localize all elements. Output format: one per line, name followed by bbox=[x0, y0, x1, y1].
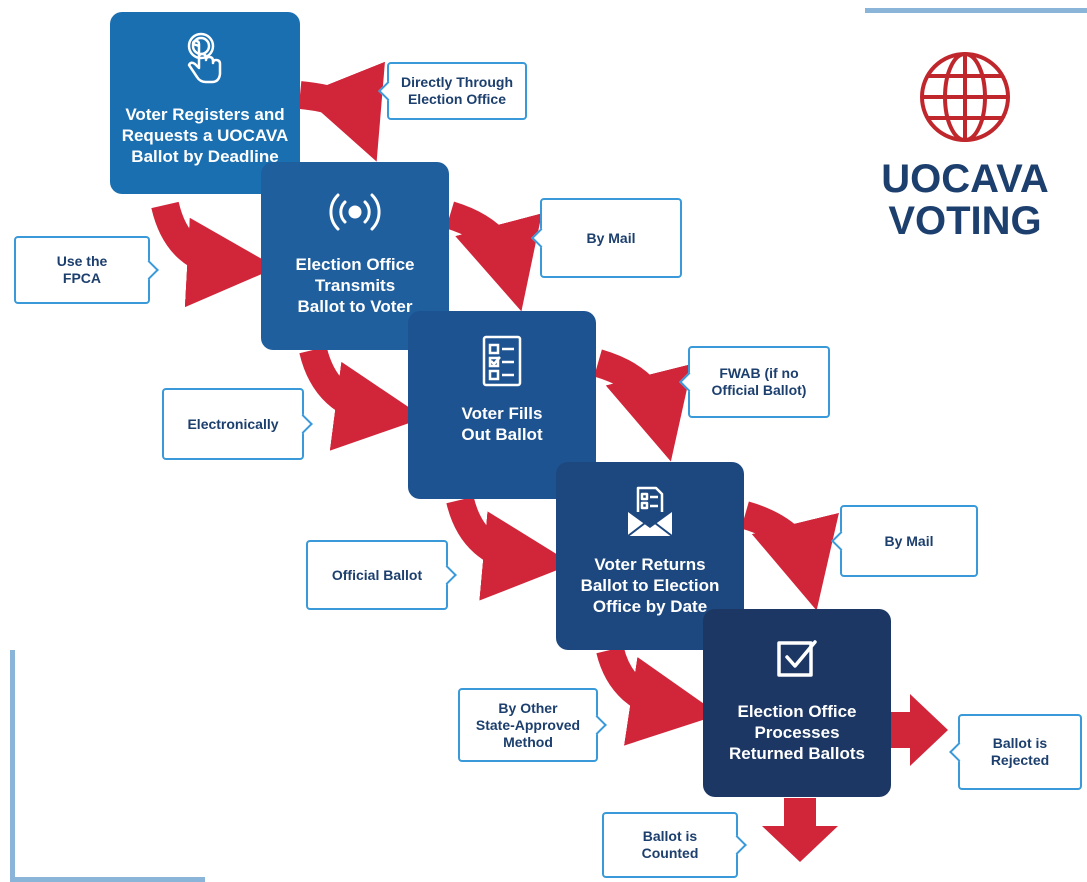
top-right-decor-line bbox=[865, 8, 1087, 13]
bottom-decor-line bbox=[10, 877, 205, 882]
left-decor-line bbox=[10, 650, 15, 882]
callout-text: Ballot is Counted bbox=[641, 828, 699, 861]
callout-text: Electronically bbox=[187, 415, 279, 432]
arrow-step3-to-step4-fwab bbox=[593, 349, 693, 462]
checkbox-icon bbox=[777, 640, 817, 677]
arrow-step2-to-step3-electronic bbox=[299, 346, 425, 451]
callout-text: Directly Through Election Office bbox=[400, 74, 513, 107]
arrow-step3-to-step4-official bbox=[446, 496, 573, 601]
callout-ballot-rejected: Ballot is Rejected bbox=[949, 714, 1082, 790]
arrow-step2-to-step3-mail bbox=[445, 201, 542, 312]
brand-title: UOCAVA VOTING bbox=[881, 157, 1049, 243]
callout-text: Use the FPCA bbox=[56, 253, 108, 286]
arrow-step4-to-step5-mail bbox=[740, 501, 839, 611]
callout-text: By Mail bbox=[884, 532, 934, 549]
callout-text: By Other State-Approved Method bbox=[475, 699, 581, 750]
step-label: Election Office Processes Returned Ballo… bbox=[728, 702, 866, 763]
arrow-step1-to-step2-office bbox=[298, 61, 385, 162]
envelope-document-icon bbox=[627, 486, 673, 537]
step-label: Voter Fills Out Ballot bbox=[461, 404, 543, 444]
callout-fwab: FWAB (if no Official Ballot) bbox=[679, 346, 830, 418]
callout-other-method: By Other State-Approved Method bbox=[458, 688, 607, 762]
globe-icon bbox=[920, 52, 1010, 142]
tap-finger-icon bbox=[187, 32, 222, 84]
arrow-step1-to-step2-fpca bbox=[151, 201, 277, 308]
arrow-rejected bbox=[888, 694, 948, 766]
broadcast-signal-icon bbox=[329, 193, 381, 231]
callout-use-fpca: Use the FPCA bbox=[14, 236, 159, 304]
step-process-ballots: Election Office Processes Returned Ballo… bbox=[703, 609, 891, 797]
callout-by-mail-2: By Mail bbox=[831, 505, 978, 577]
callout-text: Official Ballot bbox=[331, 566, 423, 583]
arrow-counted bbox=[762, 798, 838, 862]
callout-electronically: Electronically bbox=[162, 388, 313, 460]
checklist-icon bbox=[482, 335, 522, 387]
callout-text: Ballot is Rejected bbox=[990, 735, 1050, 768]
callout-ballot-counted: Ballot is Counted bbox=[602, 812, 747, 878]
callout-by-mail-1: By Mail bbox=[531, 198, 682, 278]
callout-official-ballot: Official Ballot bbox=[306, 540, 457, 610]
callout-directly-through-office: Directly Through Election Office bbox=[378, 62, 527, 120]
callout-text: FWAB (if no Official Ballot) bbox=[711, 365, 807, 398]
step-label: Election Office Transmits Ballot to Vote… bbox=[295, 255, 415, 316]
step-label: Voter Registers and Requests a UOCAVA Ba… bbox=[121, 105, 289, 166]
step-label: Voter Returns Ballot to Election Office … bbox=[580, 555, 720, 616]
arrow-step4-to-step5-other bbox=[596, 646, 720, 746]
callout-text: By Mail bbox=[586, 229, 636, 246]
